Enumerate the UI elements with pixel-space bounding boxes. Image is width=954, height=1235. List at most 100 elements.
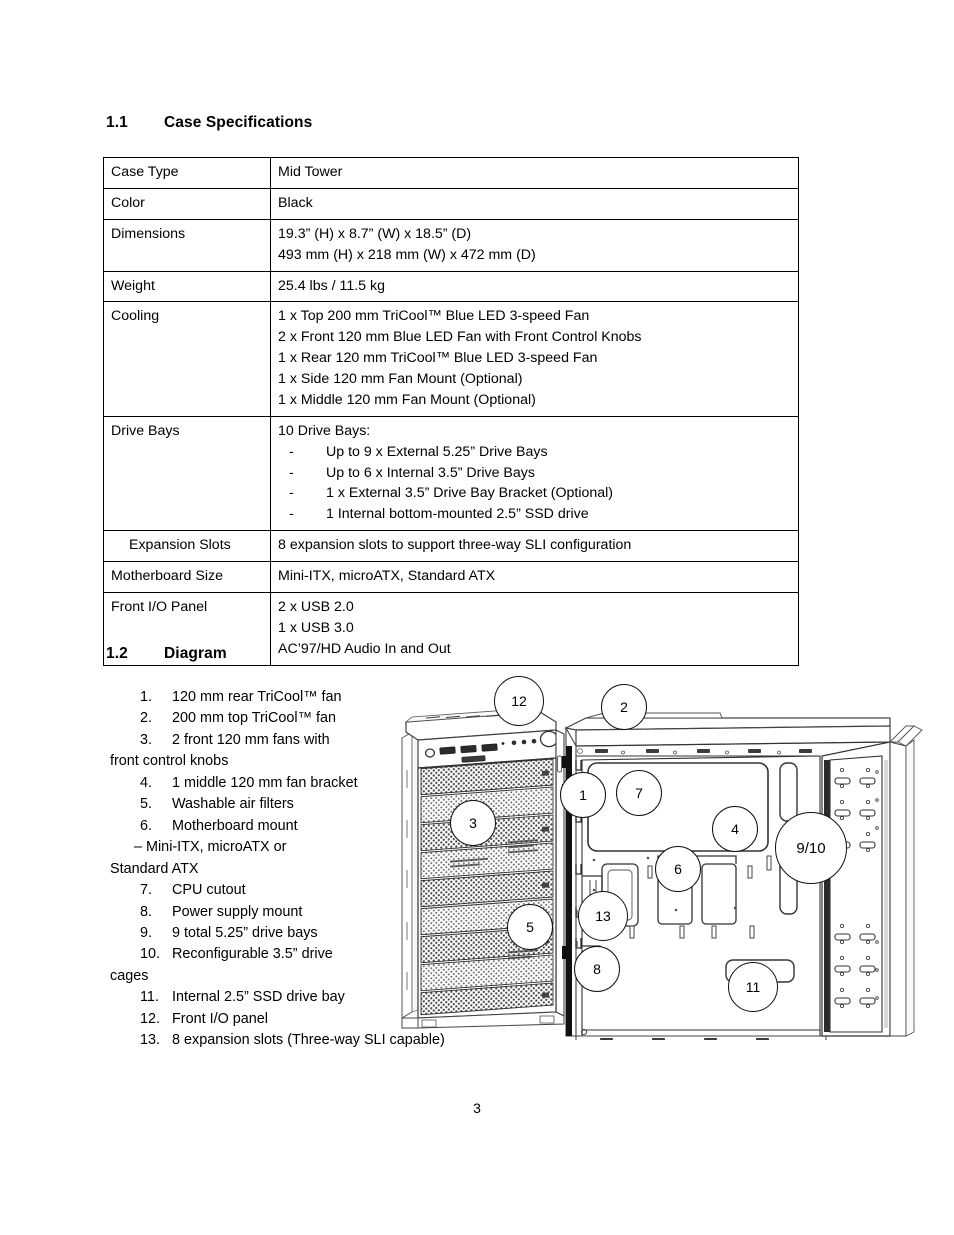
section-number: 1.1 xyxy=(106,114,128,131)
spec-value-line: Mini-ITX, microATX, Standard ATX xyxy=(278,568,496,584)
spec-row-value: 8 expansion slots to support three-way S… xyxy=(270,530,799,562)
legend-item-text: Internal 2.5” SSD drive bay xyxy=(172,989,345,1006)
spec-value-bullet: Up to 6 x Internal 3.5” Drive Bays xyxy=(278,463,791,484)
spec-value-line: 25.4 lbs / 11.5 kg xyxy=(278,277,386,294)
legend-item-continuation: front control knobs xyxy=(110,753,229,770)
legend-item-text: Reconfigurable 3.5” drive xyxy=(172,946,333,963)
legend-item-continuation: Standard ATX xyxy=(110,860,199,877)
spec-row-label: Motherboard Size xyxy=(103,561,271,593)
section-heading-case-specifications: 1.1 Case Specifications xyxy=(106,114,312,132)
spec-table-row: Motherboard Size Mini-ITX, microATX, Stan… xyxy=(103,561,799,593)
legend-item-number: 12. xyxy=(140,1010,161,1027)
spec-row-value: Mini-ITX, microATX, Standard ATX xyxy=(270,561,799,593)
spec-value-line: 2 x Front 120 mm Blue LED Fan with Front… xyxy=(278,329,642,346)
legend-item: 4. 1 middle 120 mm fan bracket xyxy=(110,773,485,794)
section-title: Case Specifications xyxy=(164,114,313,131)
legend-item-text: Motherboard mount xyxy=(172,817,298,834)
spec-row-label: Front I/O Panel xyxy=(103,591,271,666)
spec-value-bullet-list: Up to 9 x External 5.25” Drive BaysUp to… xyxy=(278,442,791,526)
legend-item-number: 4. xyxy=(140,774,153,791)
legend-item-number: 6. xyxy=(140,817,153,834)
spec-value-line: 1 x USB 3.0 xyxy=(278,619,354,636)
legend-item-number: 2. xyxy=(140,710,153,727)
legend-item-continuation: – Mini-ITX, microATX or xyxy=(134,839,287,856)
spec-row-label: Expansion Slots xyxy=(103,530,271,562)
spec-row-value: 1 x Top 200 mm TriCool™ Blue LED 3-speed… xyxy=(270,301,799,417)
legend-item-number: 8. xyxy=(140,903,153,920)
legend-item-text: 2 front 120 mm fans with xyxy=(172,731,330,748)
legend-item-text: Washable air filters xyxy=(172,796,294,813)
spec-row-value: 10 Drive Bays: Up to 9 x External 5.25” D… xyxy=(270,415,799,532)
legend-item: 3. 2 front 120 mm fans with front control … xyxy=(110,730,485,773)
spec-row-value: 19.3” (H) x 8.7” (W) x 18.5” (D)493 mm (… xyxy=(270,218,799,272)
case-front-view-group xyxy=(401,707,565,1029)
legend-item: 12. Front I/O panel xyxy=(110,1009,485,1030)
legend-item-text: 200 mm top TriCool™ fan xyxy=(172,710,336,727)
legend-item: 8. Power supply mount xyxy=(110,902,485,923)
spec-table-row: Cooling 1 x Top 200 mm TriCool™ Blue LED … xyxy=(103,301,799,417)
section-number: 1.2 xyxy=(106,645,128,662)
legend-item-number: 10. xyxy=(140,946,161,963)
legend-item: 13. 8 expansion slots (Three-way SLI capa… xyxy=(110,1030,485,1051)
spec-value-line: Black xyxy=(278,194,313,211)
legend-item: 1. 120 mm rear TriCool™ fan xyxy=(110,687,485,708)
spec-value-line: 19.3” (H) x 8.7” (W) x 18.5” (D) xyxy=(278,225,472,242)
legend-item-text: Power supply mount xyxy=(172,903,303,920)
page-number: 3 xyxy=(473,1100,481,1116)
spec-value-line: 1 x Top 200 mm TriCool™ Blue LED 3-speed… xyxy=(278,308,590,325)
spec-row-label: Cooling xyxy=(103,301,271,417)
spec-value-bullet: 1 x External 3.5” Drive Bay Bracket (Opt… xyxy=(278,483,791,504)
spec-table-row: Drive Bays 10 Drive Bays: Up to 9 x Extern… xyxy=(103,415,799,532)
legend-item-text: 9 total 5.25” drive bays xyxy=(172,924,318,941)
legend-item-number: 13. xyxy=(140,1032,161,1049)
spec-table-row: Weight 25.4 lbs / 11.5 kg xyxy=(103,270,799,303)
diagram-legend-list: 1. 120 mm rear TriCool™ fan 2. 200 mm top T… xyxy=(110,687,485,1052)
legend-item: 2. 200 mm top TriCool™ fan xyxy=(110,708,485,729)
legend-item-text: CPU cutout xyxy=(172,882,246,899)
legend-item-number: 3. xyxy=(140,731,153,748)
legend-item: 9. 9 total 5.25” drive bays xyxy=(110,923,485,944)
spec-value-line: 1 x Middle 120 mm Fan Mount (Optional) xyxy=(278,391,536,408)
legend-item-number: 5. xyxy=(140,796,153,813)
legend-item: 11. Internal 2.5” SSD drive bay xyxy=(110,987,485,1008)
legend-item: 7. CPU cutout xyxy=(110,880,485,901)
spec-row-label: Drive Bays xyxy=(103,415,271,532)
legend-item-number: 1. xyxy=(140,689,153,705)
case-interior-side-view-group xyxy=(562,712,923,1040)
spec-row-label: Dimensions xyxy=(103,218,271,272)
legend-item-number: 11. xyxy=(140,989,159,1006)
legend-item: 10. Reconfigurable 3.5” drive cages xyxy=(110,944,485,987)
spec-row-label: Color xyxy=(103,187,271,220)
spec-value-line: 8 expansion slots to support three-way S… xyxy=(278,537,632,554)
spec-value-line: 2 x USB 2.0 xyxy=(278,598,354,615)
legend-item: 5. Washable air filters xyxy=(110,794,485,815)
spec-value-line: 1 x Rear 120 mm TriCool™ Blue LED 3-spee… xyxy=(278,350,598,367)
spec-table-row: Color Black xyxy=(103,187,799,220)
legend-item-number: 9. xyxy=(140,924,153,941)
legend-item-text: 120 mm rear TriCool™ fan xyxy=(172,689,342,705)
spec-row-label: Weight xyxy=(103,270,271,303)
legend-item: 6. Motherboard mount – Mini-ITX, microATX … xyxy=(110,816,485,880)
legend-item-text: 1 middle 120 mm fan bracket xyxy=(172,774,358,791)
spec-value-line: AC’97/HD Audio In and Out xyxy=(278,640,451,657)
legend-item-number: 7. xyxy=(140,882,153,899)
spec-row-value: Mid Tower xyxy=(270,157,799,189)
section-title: Diagram xyxy=(164,645,227,662)
legend-item-continuation: cages xyxy=(110,967,149,984)
front-mesh-bays xyxy=(420,758,554,1016)
legend-item-text: Front I/O panel xyxy=(172,1010,268,1027)
spec-value-bullet: Up to 9 x External 5.25” Drive Bays xyxy=(278,442,791,463)
spec-row-value: 25.4 lbs / 11.5 kg xyxy=(270,270,799,303)
spec-row-label: Case Type xyxy=(103,157,271,189)
spec-value-line: 1 x Side 120 mm Fan Mount (Optional) xyxy=(278,371,523,387)
legend-item-text: 8 expansion slots (Three-way SLI capable… xyxy=(172,1032,445,1049)
section-heading-diagram: 1.2 Diagram xyxy=(106,645,227,663)
case-diagram-illustration xyxy=(390,660,930,1040)
spec-value-line: 10 Drive Bays: xyxy=(278,422,371,439)
